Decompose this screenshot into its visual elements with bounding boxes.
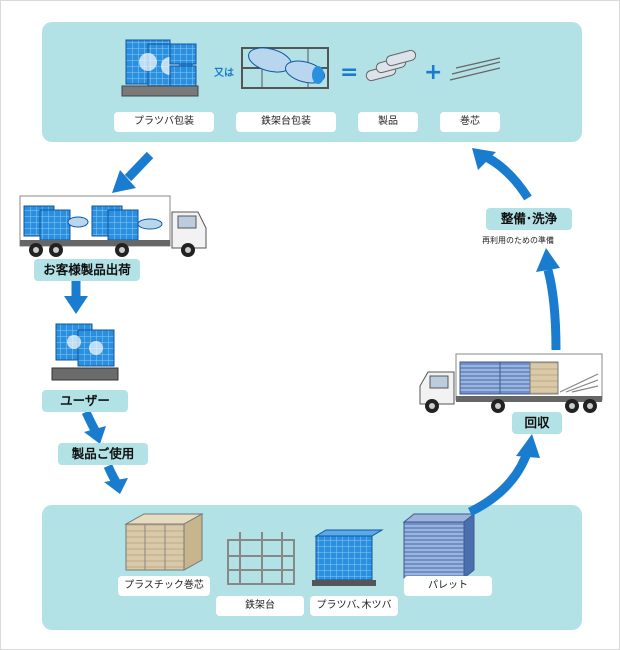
- pallet-stack-icon: [402, 512, 476, 580]
- arrow-down-icon: [81, 410, 100, 435]
- plus-sign: +: [424, 60, 443, 85]
- plastic-pallet-packing-icon: [121, 39, 199, 97]
- cleaning-note: 再利用のための準備: [482, 236, 554, 245]
- arrow-down-icon: [103, 464, 120, 485]
- step-collection: 回収: [512, 412, 562, 434]
- shipping-truck-icon: [19, 195, 207, 257]
- step-user: ユーザー: [42, 390, 128, 412]
- arrow-up-icon: [543, 268, 561, 351]
- step-cleaning: 整備･洗浄: [486, 208, 572, 230]
- label-plastic-wood-flange: プラツバ､木ツバ: [310, 596, 398, 616]
- user-pallet-icon: [51, 323, 119, 381]
- flange-stack-icon: [312, 529, 384, 586]
- label-pallet: パレット: [404, 576, 492, 596]
- step-product-use: 製品ご使用: [58, 443, 148, 465]
- plastic-core-icon: [124, 513, 204, 571]
- core-tubes-icon: [449, 57, 501, 81]
- label-product: 製品: [358, 112, 418, 132]
- product-rolls-icon: [365, 49, 417, 82]
- or-connector: 又は: [214, 68, 234, 79]
- arrow-up-icon: [467, 448, 533, 517]
- arrow-up-icon: [485, 154, 532, 201]
- arrow-down-left-icon: [124, 151, 154, 182]
- steel-frame-icon: [227, 532, 295, 585]
- steel-frame-packing-icon: [241, 47, 329, 89]
- label-steel-frame: 鉄架台: [216, 596, 304, 616]
- step-shipping: お客様製品出荷: [34, 259, 140, 281]
- label-plastic-pallet-packing: プラツバ包装: [114, 112, 214, 132]
- equals-sign: =: [340, 60, 359, 85]
- collection-truck-icon: [419, 353, 603, 413]
- label-core: 巻芯: [440, 112, 500, 132]
- label-steel-frame-packing: 鉄架台包装: [236, 112, 336, 132]
- label-plastic-core: プラスチック巻芯: [118, 576, 210, 596]
